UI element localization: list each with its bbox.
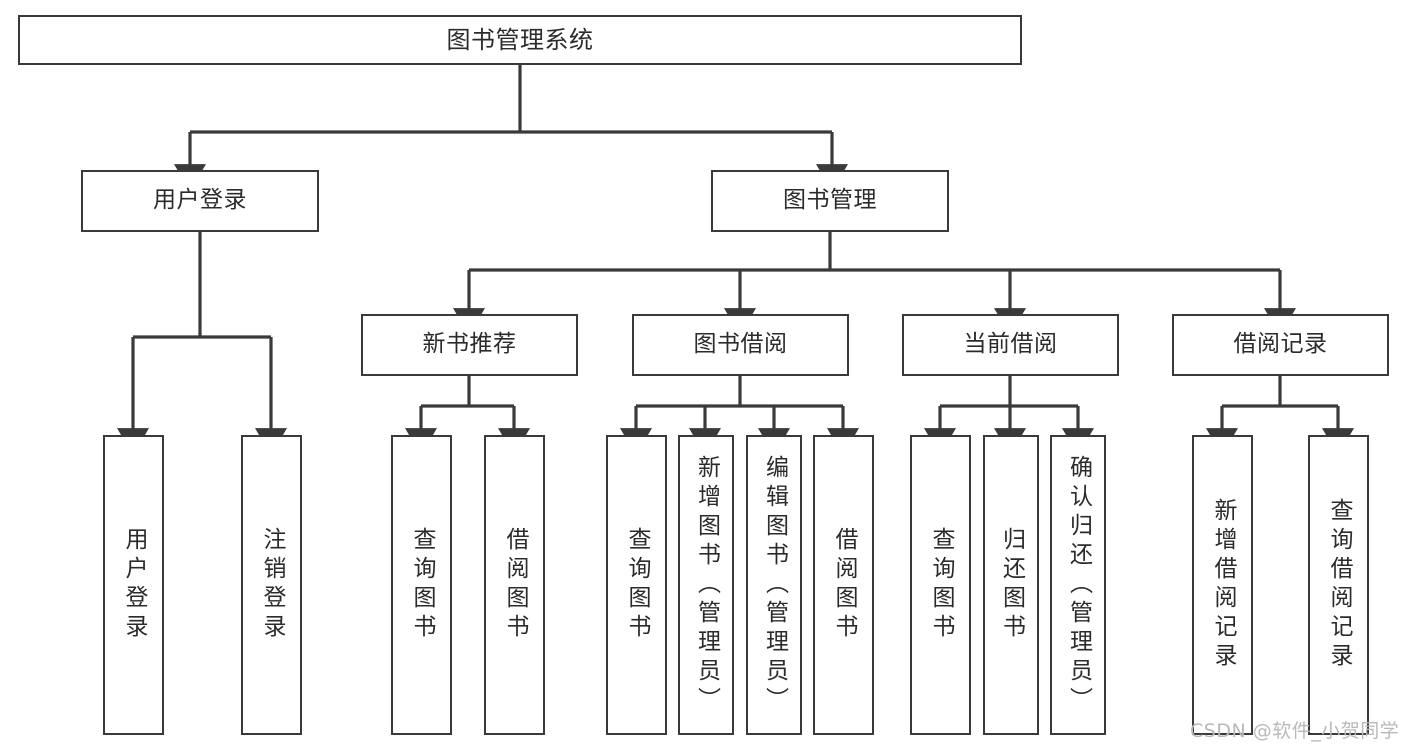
leaf-borrow-book-borrow-label: 借阅图书	[831, 527, 857, 643]
leaf-user-login[interactable]: 用户登录	[103, 435, 164, 735]
node-current-borrow-label: 当前借阅	[963, 331, 1058, 358]
leaf-confirm-return-admin[interactable]: 确认归还（管理员）	[1050, 435, 1106, 735]
leaf-query-book-borrow-label: 查询图书	[624, 527, 650, 643]
leaf-edit-book-admin[interactable]: 编辑图书（管理员）	[746, 435, 802, 735]
node-user-login-label: 用户登录	[153, 187, 247, 214]
node-new-book-recommend-label: 新书推荐	[422, 331, 517, 358]
node-book-manage[interactable]: 图书管理	[711, 170, 949, 232]
leaf-add-borrow-record[interactable]: 新增借阅记录	[1192, 435, 1253, 735]
watermark-text: CSDN @软件_小贺同学	[1190, 720, 1400, 742]
leaf-return-book[interactable]: 归还图书	[983, 435, 1039, 735]
node-book-borrow-label: 图书借阅	[693, 331, 788, 358]
node-root-system[interactable]: 图书管理系统	[18, 15, 1022, 65]
node-book-borrow[interactable]: 图书借阅	[632, 314, 849, 376]
leaf-query-book-borrow[interactable]: 查询图书	[606, 435, 667, 735]
leaf-query-book-recommend-label: 查询图书	[409, 527, 435, 643]
node-borrow-record-label: 借阅记录	[1233, 331, 1328, 358]
leaf-logout-login-label: 注销登录	[259, 527, 285, 643]
leaf-add-book-admin[interactable]: 新增图书（管理员）	[678, 435, 734, 735]
leaf-query-book-current-label: 查询图书	[928, 527, 954, 643]
leaf-query-book-current[interactable]: 查询图书	[910, 435, 971, 735]
leaf-user-login-label: 用户登录	[121, 527, 147, 643]
leaf-borrow-book-recommend-label: 借阅图书	[502, 527, 528, 643]
leaf-query-borrow-record[interactable]: 查询借阅记录	[1308, 435, 1369, 735]
leaf-query-borrow-record-label: 查询借阅记录	[1326, 498, 1352, 672]
leaf-return-book-label: 归还图书	[998, 527, 1025, 643]
leaf-logout-login[interactable]: 注销登录	[241, 435, 302, 735]
node-current-borrow[interactable]: 当前借阅	[902, 314, 1119, 376]
leaf-add-book-admin-label: 新增图书（管理员）	[693, 454, 720, 716]
leaf-query-book-recommend[interactable]: 查询图书	[391, 435, 452, 735]
leaf-edit-book-admin-label: 编辑图书（管理员）	[761, 454, 788, 716]
leaf-add-borrow-record-label: 新增借阅记录	[1210, 498, 1236, 672]
node-book-manage-label: 图书管理	[783, 187, 877, 214]
leaf-borrow-book-recommend[interactable]: 借阅图书	[484, 435, 545, 735]
leaf-borrow-book-borrow[interactable]: 借阅图书	[813, 435, 874, 735]
node-root-system-label: 图书管理系统	[446, 25, 594, 54]
leaf-confirm-return-admin-label: 确认归还（管理员）	[1065, 454, 1092, 716]
node-new-book-recommend[interactable]: 新书推荐	[361, 314, 578, 376]
node-user-login[interactable]: 用户登录	[81, 170, 319, 232]
node-borrow-record[interactable]: 借阅记录	[1172, 314, 1389, 376]
